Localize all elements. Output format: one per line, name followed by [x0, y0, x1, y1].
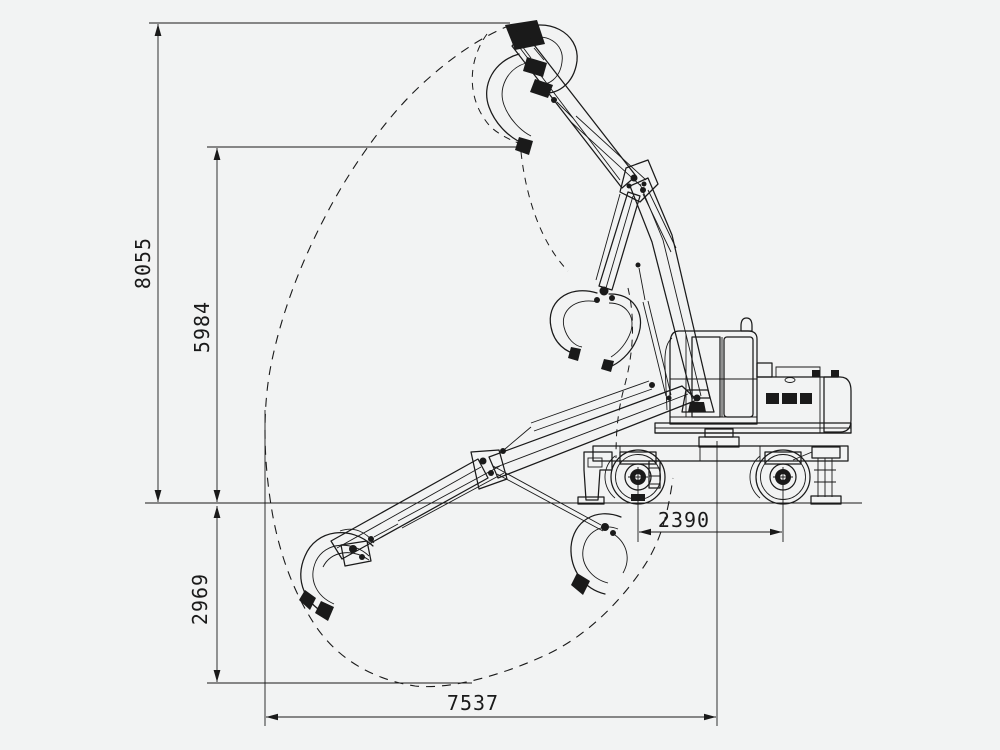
- boom-cylinder: [638, 267, 672, 397]
- elbow-joint: [619, 159, 659, 203]
- dim-label-2969: 2969: [188, 573, 212, 625]
- dim-label-8055: 8055: [131, 237, 155, 289]
- cab: [664, 317, 758, 425]
- lifting-lug: [831, 370, 839, 377]
- lifting-lug: [812, 370, 820, 377]
- boom-lowered-cylinder: [504, 380, 653, 450]
- filler-cap: [784, 377, 796, 383]
- cab-handrail: [664, 337, 673, 411]
- air-intake: [756, 362, 773, 378]
- mid-position: [549, 191, 642, 372]
- main-boom: [629, 177, 711, 399]
- grapple-top: [486, 20, 578, 155]
- counterweight: [812, 370, 852, 433]
- boom-lowered-main: [488, 385, 698, 479]
- grapple-swing-arc-top: [471, 33, 529, 147]
- upper-structure: [654, 317, 852, 434]
- dim-horizontal-reach: 7537: [266, 691, 716, 721]
- inner-reach-arc: [615, 287, 633, 459]
- stick-cylinder: [373, 465, 505, 538]
- vent-grille: [766, 393, 779, 404]
- grapple-head: [505, 20, 545, 50]
- dim-depth-below-ground: 2969: [188, 506, 221, 682]
- jib-hanging: [598, 191, 641, 291]
- grapple-link: [340, 540, 372, 567]
- dim-label-5984: 5984: [190, 301, 214, 353]
- working-envelope: [264, 24, 674, 688]
- grapple-open: [549, 290, 642, 372]
- rear-dual-tire-arc: [749, 455, 761, 499]
- grapple-below-grade-far: [299, 528, 375, 621]
- boom-lowered: [299, 380, 698, 621]
- cab-door-window: [723, 336, 754, 418]
- grapple-cylinder: [556, 101, 647, 187]
- near-grapple-arm: [492, 465, 604, 532]
- chassis-frame: [592, 445, 849, 462]
- front-support: [577, 451, 613, 505]
- jib-cylinder-on-boom: [642, 189, 677, 253]
- vent-grille: [782, 393, 797, 404]
- jib-swing-arc: [520, 151, 569, 272]
- grapple-below-grade-near: [570, 513, 628, 595]
- grapple-tip: [515, 137, 533, 155]
- front-dual-tire-arc: [604, 455, 616, 499]
- vent-grille: [800, 393, 812, 404]
- beacon: [740, 317, 753, 332]
- dim-secondary-height: 5984: [190, 148, 221, 502]
- undercarriage: [577, 428, 849, 505]
- envelope-outer-arc: [264, 24, 674, 688]
- dim-label-2390: 2390: [658, 508, 710, 532]
- stick-arm: [330, 458, 489, 560]
- dimension-annotations: 8055 5984 2969 2390 7537: [131, 22, 862, 726]
- boom-raised: [486, 20, 715, 413]
- dim-label-7537: 7537: [447, 691, 499, 715]
- dim-overall-height: 8055: [131, 24, 162, 502]
- dim-wheelbase: 2390: [639, 508, 782, 536]
